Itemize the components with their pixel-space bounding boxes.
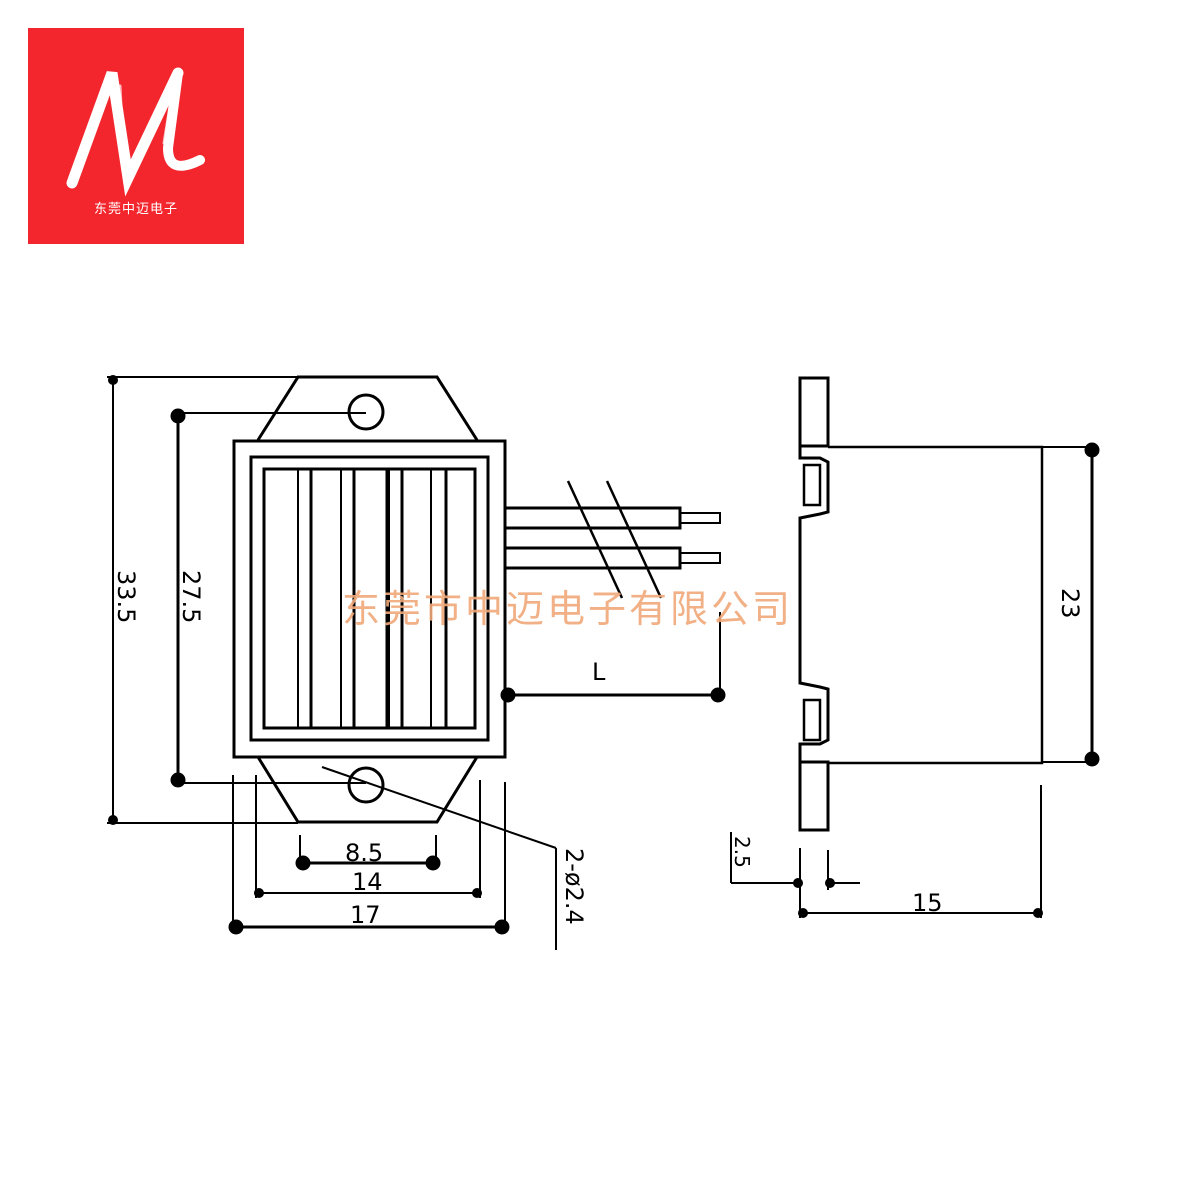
bottom-mounting-hole — [347, 766, 385, 804]
logo-company-name: 东莞中迈电子 — [93, 202, 178, 217]
overall-width-label: 17 — [350, 901, 381, 929]
front-dimensions — [107, 375, 726, 950]
body-height-label: 23 — [1056, 588, 1084, 619]
bottom-mounting-tab — [256, 756, 479, 824]
depth-label: 15 — [912, 889, 943, 917]
lead-length-label: L — [592, 658, 606, 686]
hole-spec-label: 2-ø2.4 — [560, 848, 588, 925]
side-dimensions — [730, 442, 1100, 918]
flange-thickness-label: 2.5 — [730, 836, 754, 868]
side-view — [798, 376, 1044, 832]
top-mounting-tab — [256, 375, 479, 441]
lead-wires — [503, 480, 721, 599]
company-watermark: 东莞市中迈电子有限公司 — [342, 587, 794, 631]
inner-width-label: 14 — [352, 868, 383, 896]
hole-spacing-label: 8.5 — [345, 839, 383, 867]
front-dimension-labels: 33.5 27.5 8.5 14 17 2-ø2.4 L — [112, 570, 606, 929]
bottom-flange — [798, 760, 830, 832]
company-logo: 东莞中迈电子 — [28, 28, 244, 244]
side-dimension-labels: 23 15 2.5 — [730, 588, 1084, 917]
m-brush-icon — [66, 67, 205, 197]
outer-housing — [232, 439, 507, 759]
panel-height-label: 27.5 — [177, 570, 205, 623]
top-flange — [798, 376, 830, 448]
panel-frame — [249, 455, 490, 742]
overall-height-label: 33.5 — [112, 570, 140, 623]
front-view — [232, 375, 721, 824]
solar-cell — [262, 467, 477, 730]
